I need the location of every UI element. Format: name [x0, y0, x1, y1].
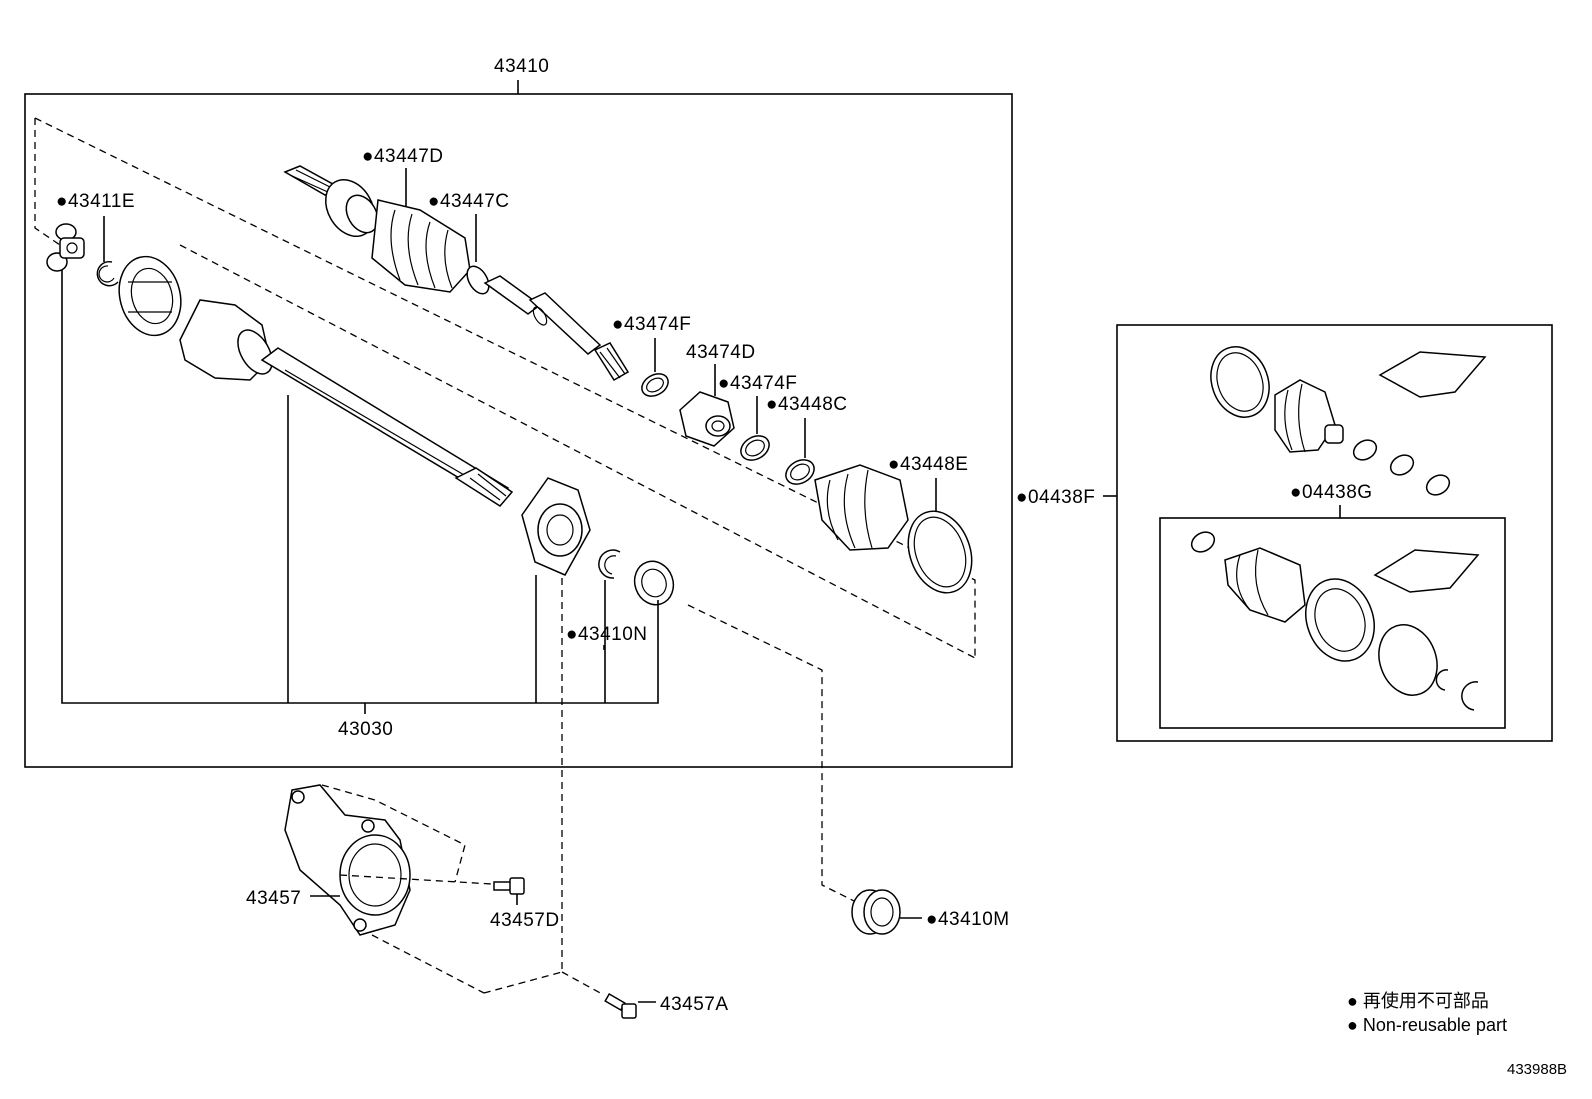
label-43474f-1: ●43474F — [612, 314, 691, 335]
kit-g-parts — [1190, 531, 1480, 711]
bolt-d — [493, 877, 525, 905]
group-outline-left — [34, 118, 61, 246]
label-43030: 43030 — [338, 719, 393, 740]
label-43474d: 43474D — [686, 342, 756, 363]
assembly-box — [24, 93, 1013, 768]
label-43474f-2: ●43474F — [718, 373, 797, 394]
diagram-code: 433988B — [1507, 1061, 1567, 1078]
label-04438g: ●04438G — [1290, 482, 1373, 503]
boot-kit-g-box — [1159, 517, 1506, 729]
snap-ring — [96, 260, 119, 287]
group-outline-bottom — [179, 244, 976, 659]
damper — [679, 391, 735, 447]
label-43457a: 43457A — [660, 994, 729, 1015]
label-43447d: ●43447D — [362, 146, 444, 167]
label-43457: 43457 — [246, 888, 301, 909]
label-43411e: ●43411E — [56, 191, 135, 212]
bolt-a — [604, 993, 656, 1019]
clamp-c — [785, 459, 815, 485]
label-43447c: ●43447C — [428, 191, 510, 212]
inboard-shaft — [46, 223, 514, 507]
label-43410m: ●43410M — [926, 909, 1010, 930]
seal-n — [633, 560, 675, 606]
bracket — [284, 784, 411, 936]
label-43448e: ●43448E — [888, 454, 968, 475]
label-assembly: 43410 — [494, 56, 549, 77]
oil-seal-m — [851, 889, 922, 935]
boot-e — [814, 464, 909, 551]
boot-kit-box — [1116, 324, 1553, 742]
label-43448c: ●43448C — [766, 394, 848, 415]
group-outline-top — [34, 117, 976, 658]
clamp-e-ring — [907, 510, 973, 594]
label-43410n: ●43410N — [566, 624, 648, 645]
kit-f-parts — [1210, 346, 1487, 496]
label-04438f: ●04438F — [1016, 487, 1095, 508]
outboard-shaft — [283, 165, 630, 382]
label-43457d: 43457D — [490, 910, 560, 931]
boot-clamp-2 — [740, 435, 770, 461]
inboard-cv-housing — [179, 299, 273, 381]
legend-japanese: ● 再使用不可部品 — [1347, 991, 1489, 1011]
center-bearing — [521, 477, 591, 576]
tripod-joint — [46, 223, 85, 272]
legend-english: ● Non-reusable part — [1347, 1015, 1507, 1035]
inboard-boot-housing — [118, 255, 182, 337]
boot-clamp-1 — [641, 373, 669, 397]
snap-ring-n — [598, 549, 621, 579]
